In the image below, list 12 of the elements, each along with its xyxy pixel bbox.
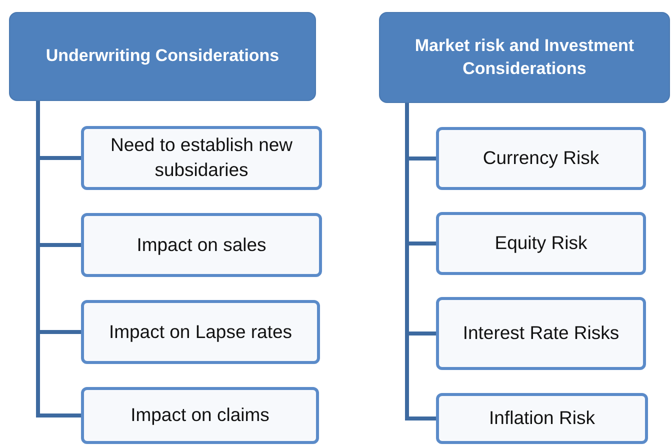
item-box: Interest Rate Risks [436,297,646,370]
connector-line [36,101,81,418]
item-box: Impact on sales [81,213,322,277]
item-box: Equity Risk [436,212,646,275]
category-header-box: Market risk and Investment Considerations [379,12,670,103]
item-box: Currency Risk [436,127,646,190]
item-box: Need to establish new subsidaries [81,126,322,190]
item-box: Inflation Risk [436,393,648,444]
category-header-box: Underwriting Considerations [9,12,316,101]
item-box: Impact on claims [81,387,319,444]
item-box: Impact on Lapse rates [81,300,320,364]
connector-line [405,103,436,420]
